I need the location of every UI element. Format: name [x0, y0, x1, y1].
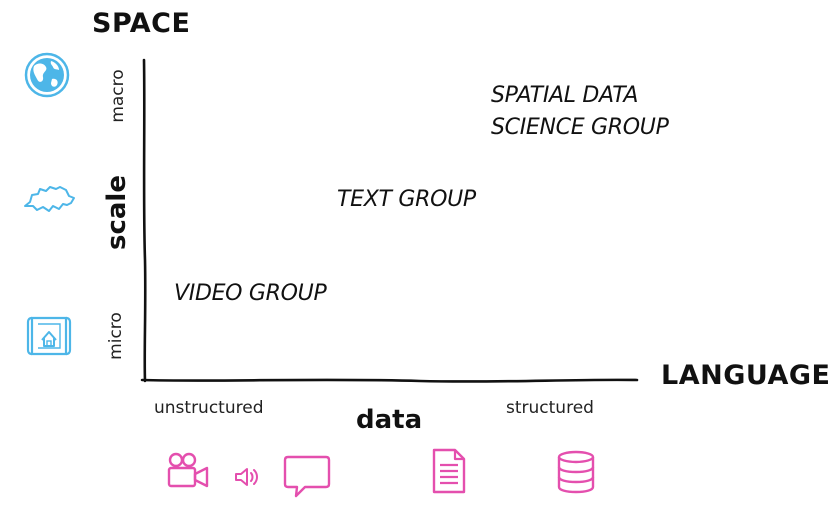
speaker-icon — [235, 468, 258, 486]
x-axis-title: data — [356, 405, 423, 435]
video-camera-icon — [167, 452, 209, 488]
y-tick-micro: micro — [106, 312, 126, 360]
document-icon — [432, 448, 466, 494]
house-plan-icon — [26, 316, 72, 356]
database-icon — [557, 450, 595, 494]
globe-icon — [24, 52, 70, 98]
spatial-data-science-group-label: SPATIAL DATA SCIENCE GROUP — [491, 80, 669, 144]
y-tick-macro: macro — [108, 69, 128, 123]
speech-bubble-icon — [283, 455, 331, 498]
x-axis-line — [140, 378, 639, 383]
language-label: LANGUAGE — [661, 360, 829, 391]
spatial-group-line1: SPATIAL DATA — [491, 83, 639, 108]
x-tick-structured: structured — [506, 398, 594, 418]
country-map-icon — [24, 186, 75, 212]
video-group-label: VIDEO GROUP — [174, 281, 327, 306]
x-tick-unstructured: unstructured — [154, 398, 264, 418]
spatial-group-line2: SCIENCE GROUP — [491, 115, 669, 140]
text-group-label: TEXT GROUP — [337, 187, 476, 212]
space-label: SPACE — [92, 8, 191, 39]
y-axis-title: scale — [102, 175, 132, 250]
y-axis-line — [142, 58, 147, 383]
